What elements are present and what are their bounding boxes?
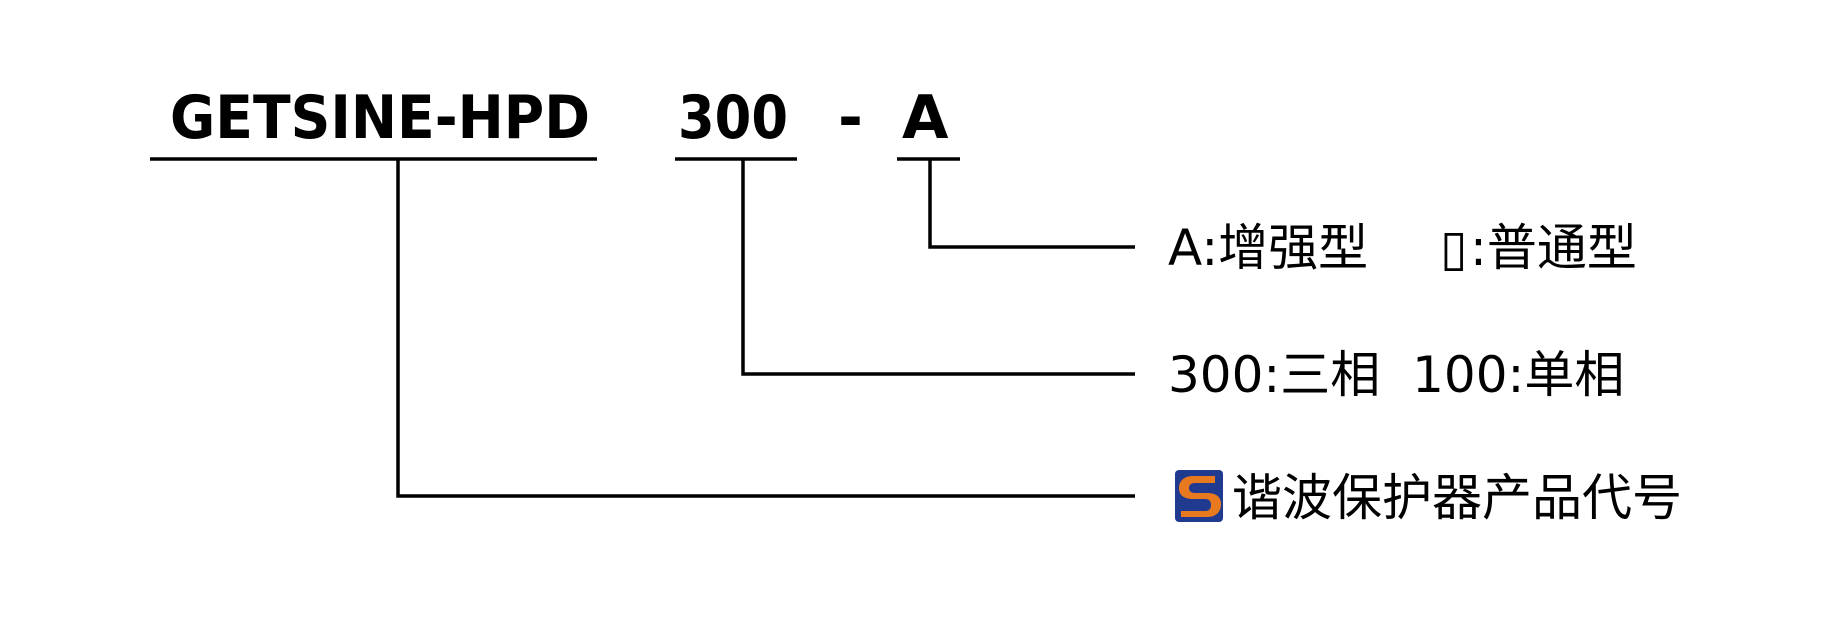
product-desc: 谐波保护器产品代号 <box>1232 469 1682 527</box>
phase-desc: 300:三相 100:单相 <box>1168 346 1624 404</box>
code-type: A <box>902 83 949 153</box>
leader-type <box>928 159 1135 249</box>
logo-icon-s <box>1179 476 1221 517</box>
type-desc: A:增强型 <box>1168 219 1368 277</box>
code-separator: - <box>838 83 863 153</box>
type-alt-symbol: ▯ <box>1440 219 1468 277</box>
code-prefix: GETSINE-HPD <box>170 83 590 153</box>
leader-phase <box>741 159 1135 376</box>
logo-icon <box>1175 470 1223 522</box>
leader-prefix <box>396 159 1135 498</box>
type-alt-desc: :普通型 <box>1470 219 1637 277</box>
code-phase: 300 <box>678 83 788 153</box>
